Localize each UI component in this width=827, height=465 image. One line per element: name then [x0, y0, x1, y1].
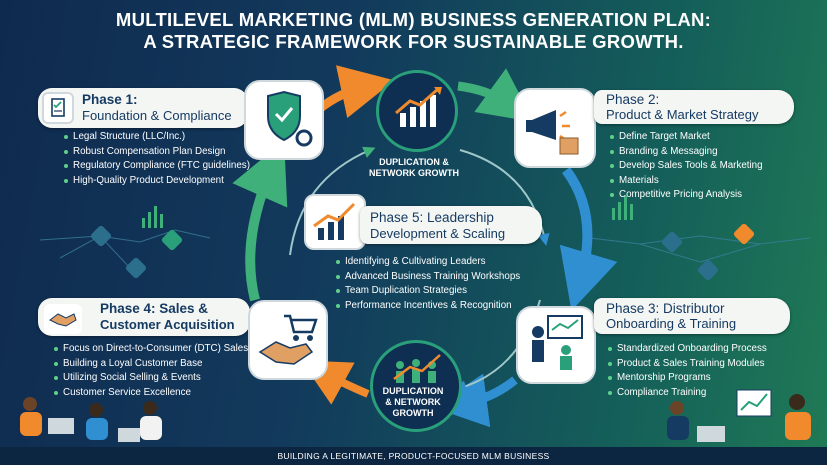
phase-5-card: Phase 5: Leadership Development & Scalin…	[360, 206, 542, 244]
phase-2-list: Define Target Market Branding & Messagin…	[610, 130, 763, 203]
phase-1-subtitle: Foundation & Compliance	[82, 108, 232, 123]
phase-2-title: Phase 2:	[606, 92, 660, 107]
hub-bottom-circle	[370, 340, 462, 432]
list-item: Legal Structure (LLC/Inc.)	[64, 130, 250, 145]
network-decoration-left	[39, 229, 811, 269]
list-item: Advanced Business Training Workshops	[336, 270, 520, 285]
phase-1-card: Phase 1: Foundation & Compliance	[38, 88, 248, 128]
list-item: Branding & Messaging	[610, 145, 763, 160]
arrow-phase3-to-hub	[433, 373, 518, 428]
title-line-1: MULTILEVEL MARKETING (MLM) BUSINESS GENE…	[115, 9, 712, 30]
list-item: Customer Service Excellence	[54, 386, 248, 401]
list-item: Identifying & Cultivating Leaders	[336, 255, 520, 270]
list-item: Focus on Direct-to-Consumer (DTC) Sales	[54, 342, 248, 357]
list-item: Product & Sales Training Modules	[608, 357, 767, 372]
handshake-icon-small	[44, 304, 82, 334]
phase-2-card: Phase 2: Product & Market Strategy	[594, 90, 794, 124]
hub-top-line2: NETWORK GROWTH	[369, 168, 459, 178]
hub-bottom-label: DUPLICATION & NETWORK GROWTH	[370, 386, 456, 419]
hub-bottom-line3: GROWTH	[392, 408, 434, 418]
phase-4-title: Phase 4: Sales &	[100, 301, 209, 316]
phase-1-title: Phase 1:	[82, 92, 138, 107]
phase-3-list: Standardized Onboarding Process Product …	[608, 342, 767, 400]
phase-2-megaphone-icon	[514, 88, 596, 168]
clipboard-icon	[42, 92, 74, 124]
phase-4-card: Phase 4: Sales & Customer Acquisition	[38, 298, 250, 336]
list-item: Performance Incentives & Recognition	[336, 299, 520, 314]
people-working-illustration-right	[667, 389, 811, 442]
bar-decoration-right	[612, 196, 633, 220]
list-item: Mentorship Programs	[608, 371, 767, 386]
people-working-illustration-left	[20, 397, 162, 442]
phase-1-shield-gear-icon	[244, 80, 324, 160]
arrow-phase2-to-phase3	[559, 166, 618, 311]
list-item: Robust Compensation Plan Design	[64, 145, 250, 160]
phase-3-title: Phase 3: Distributor	[606, 301, 725, 316]
list-item: Building a Loyal Customer Base	[54, 357, 248, 372]
list-item: Standardized Onboarding Process	[608, 342, 767, 357]
list-item: Define Target Market	[610, 130, 763, 145]
hub-bottom-line2: & NETWORK	[385, 397, 441, 407]
phase-1-list: Legal Structure (LLC/Inc.) Robust Compen…	[64, 130, 250, 188]
title-line-2: A STRATEGIC FRAMEWORK FOR SUSTAINABLE GR…	[143, 31, 684, 52]
hub-top-line1: DUPLICATION &	[379, 157, 449, 167]
phase-5-chart-icon	[304, 194, 366, 250]
phase-4-cart-handshake-icon	[248, 300, 328, 380]
hub-top-label: DUPLICATION & NETWORK GROWTH	[366, 157, 462, 179]
list-item: Develop Sales Tools & Marketing	[610, 159, 763, 174]
bar-decoration-left	[142, 206, 163, 228]
hub-top-circle	[376, 70, 458, 152]
arrow-hub-to-phase4	[301, 360, 370, 405]
phase-3-subtitle: Onboarding & Training	[606, 316, 737, 331]
list-item: Regulatory Compliance (FTC guidelines)	[64, 159, 250, 174]
growth-chart-icon	[395, 87, 442, 127]
phase-4-subtitle: Customer Acquisition	[100, 317, 235, 332]
phase-5-list: Identifying & Cultivating Leaders Advanc…	[336, 255, 520, 313]
phase-3-training-icon	[516, 306, 596, 384]
list-item: Utilizing Social Selling & Events	[54, 371, 248, 386]
list-item: Team Duplication Strategies	[336, 284, 520, 299]
phase-5-title: Phase 5: Leadership	[370, 210, 494, 225]
footer-banner: BUILDING A LEGITIMATE, PRODUCT-FOCUSED M…	[0, 447, 827, 465]
list-item: High-Quality Product Development	[64, 174, 250, 189]
phase-2-subtitle: Product & Market Strategy	[606, 107, 759, 122]
phase-3-card: Phase 3: Distributor Onboarding & Traini…	[594, 298, 790, 334]
people-growth-icon	[393, 354, 441, 383]
phase-5-subtitle: Development & Scaling	[370, 226, 506, 241]
arrow-hub-to-phase2	[457, 68, 534, 122]
list-item: Compliance Training	[608, 386, 767, 401]
arrow-phase1-to-hub	[315, 65, 395, 119]
list-item: Materials	[610, 174, 763, 189]
hub-bottom-line1: DUPLICATION	[382, 386, 444, 396]
list-item: Competitive Pricing Analysis	[610, 188, 763, 203]
arrow-phase4-to-phase1	[232, 140, 288, 302]
phase-4-list: Focus on Direct-to-Consumer (DTC) Sales …	[54, 342, 248, 400]
